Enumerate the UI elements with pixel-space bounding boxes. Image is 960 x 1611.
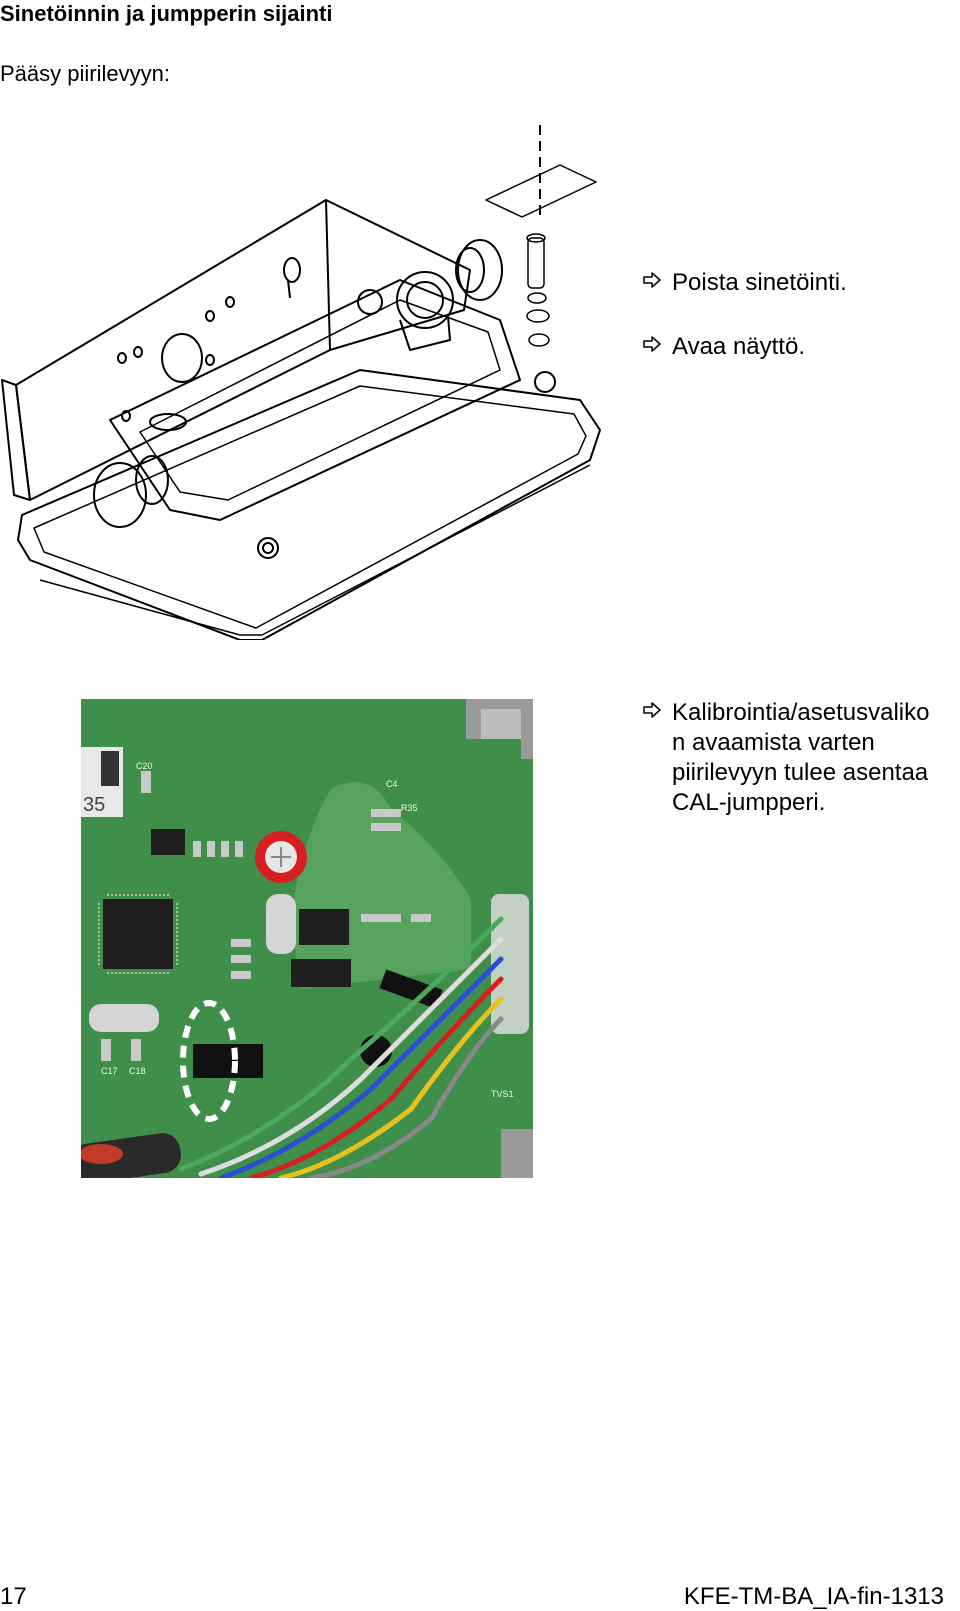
instruction-text: Avaa näyttö. <box>672 333 805 360</box>
hollow-arrow-right-icon <box>643 272 661 288</box>
instruction-open-display: Avaa näyttö. <box>642 332 805 362</box>
page-number: 17 <box>0 1583 27 1610</box>
hollow-arrow-right-icon <box>643 336 661 352</box>
instruction-remove-seal: Poista sinetöinti. <box>642 268 847 298</box>
housing-drawing <box>1 125 601 640</box>
label-sticker-text: 35 <box>83 794 105 816</box>
document-code: KFE-TM-BA_IA-fin-1313 <box>683 1583 944 1610</box>
instruction-text: Kalibrointia/asetusvaliko n avaamista va… <box>672 699 930 816</box>
instruction-text: Poista sinetöinti. <box>672 269 847 296</box>
page-title: Sinetöinnin ja jumpperin sijainti <box>0 1 333 26</box>
silkscreen-c17: C17 <box>101 1066 118 1076</box>
silkscreen-r35: R35 <box>401 803 418 813</box>
circuit-board-photo: 35 C20 C17 C18 TVS1 R35 C4 <box>81 699 533 1178</box>
silkscreen-c20: C20 <box>136 761 153 771</box>
instruction-cal-jumper: Kalibrointia/asetusvaliko n avaamista va… <box>642 698 929 818</box>
section-subtitle: Pääsy piirilevyyn: <box>0 61 170 86</box>
hollow-arrow-right-icon <box>643 702 661 718</box>
silkscreen-c18: C18 <box>129 1066 146 1076</box>
silkscreen-tvs1: TVS1 <box>491 1089 514 1099</box>
silkscreen-c4: C4 <box>386 779 398 789</box>
